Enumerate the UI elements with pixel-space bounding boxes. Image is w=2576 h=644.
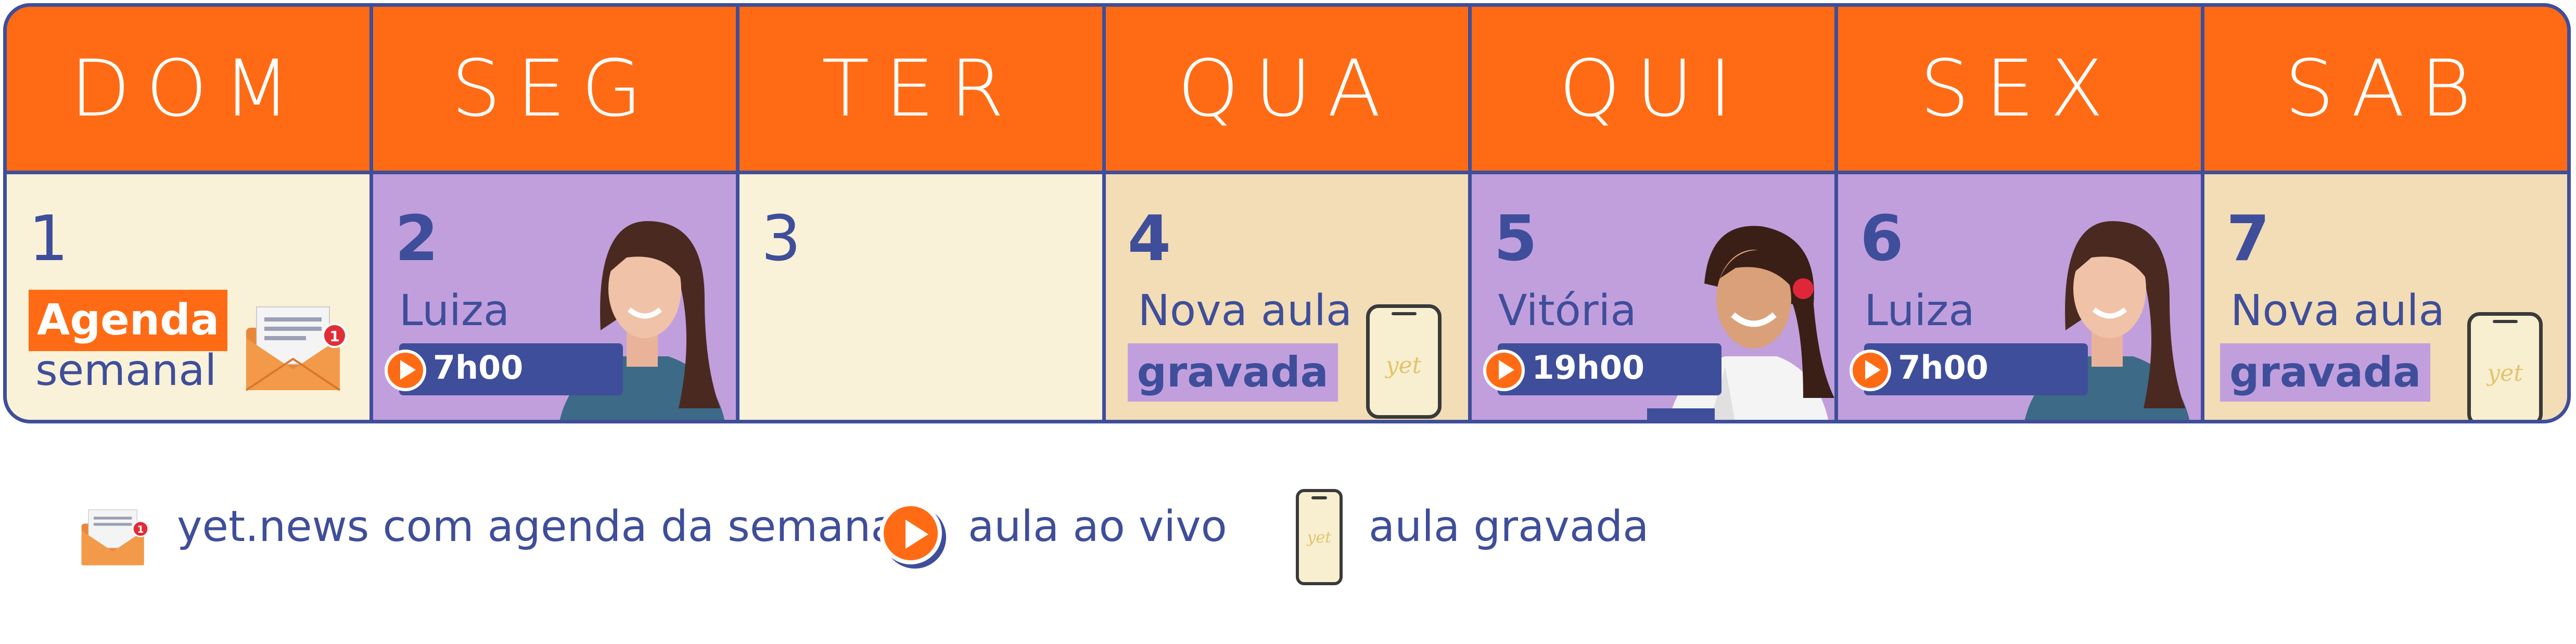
day-number: 6	[1860, 203, 1904, 275]
svg-text:1: 1	[137, 524, 144, 535]
instructor-photo	[1647, 226, 1835, 420]
legend-recorded-label: aula gravada	[1369, 502, 1649, 551]
instructor-name: Luiza	[399, 286, 510, 336]
time-bar	[1864, 343, 2088, 395]
legend-news-label: yet.news com agenda da semana	[177, 502, 897, 551]
phone-icon: yet	[2467, 312, 2543, 420]
day-cell-dom: 1 Agenda semanal 1	[7, 174, 373, 420]
class-time: 19h00	[1532, 349, 1645, 387]
day-cell-qua: 4 Nova aula gravada yet	[1105, 174, 1472, 420]
day-number: 7	[2226, 203, 2270, 275]
header-ter: TER	[739, 7, 1106, 171]
legend: 1 yet.news com agenda da semana aula ao …	[0, 468, 2576, 624]
agenda-text: semanal	[35, 346, 217, 395]
recorded-title: Nova aula	[1138, 286, 1353, 336]
weekly-calendar: DOM SEG TER QUA QUI SEX SAB 1 Agenda sem…	[3, 3, 2571, 423]
instructor-name: Vitória	[1498, 286, 1637, 336]
instructor-photo	[2025, 221, 2190, 420]
envelope-icon: 1	[81, 509, 149, 565]
day-number: 4	[1127, 203, 1171, 275]
header-seg: SEG	[373, 7, 739, 171]
day-cell-seg: 2 Luiza 7h00	[373, 174, 739, 420]
play-icon	[879, 502, 942, 564]
day-cell-qui: 5 Vitória 19h00	[1472, 174, 1839, 420]
time-bar	[399, 343, 623, 395]
play-icon	[384, 350, 426, 391]
day-number: 2	[394, 203, 439, 275]
class-time: 7h00	[432, 349, 524, 387]
envelope-icon: 1	[245, 306, 347, 391]
yet-logo: yet	[1385, 352, 1422, 379]
day-row: 1 Agenda semanal 1 2	[7, 174, 2567, 420]
phone-icon: yet	[1366, 304, 1442, 419]
header-sab: SAB	[2204, 7, 2567, 171]
time-bar	[1498, 343, 1722, 395]
day-number: 3	[761, 203, 801, 275]
day-cell-sab: 7 Nova aula gravada yet	[2204, 174, 2567, 420]
play-icon	[1483, 350, 1525, 391]
header-dom: DOM	[7, 7, 373, 171]
agenda-tag: Agenda	[29, 290, 228, 351]
day-cell-sex: 6 Luiza 7h00	[1838, 174, 2205, 420]
header-qui: QUI	[1472, 7, 1839, 171]
day-number: 5	[1494, 203, 1537, 275]
play-icon	[1850, 350, 1892, 391]
day-cell-ter: 3	[739, 174, 1106, 420]
recorded-title: Nova aula	[2230, 286, 2445, 336]
header-qua: QUA	[1105, 7, 1472, 171]
recorded-tag: gravada	[2220, 343, 2431, 402]
weekday-header-row: DOM SEG TER QUA QUI SEX SAB	[7, 7, 2567, 171]
legend-live-label: aula ao vivo	[968, 502, 1227, 551]
svg-text:1: 1	[329, 328, 339, 345]
class-time: 7h00	[1898, 349, 1988, 387]
recorded-tag: gravada	[1127, 343, 1338, 402]
yet-logo: yet	[2487, 360, 2523, 387]
instructor-name: Luiza	[1864, 286, 1975, 336]
day-number: 1	[29, 203, 69, 275]
phone-icon: yet	[1296, 489, 1343, 585]
header-sex: SEX	[1838, 7, 2205, 171]
